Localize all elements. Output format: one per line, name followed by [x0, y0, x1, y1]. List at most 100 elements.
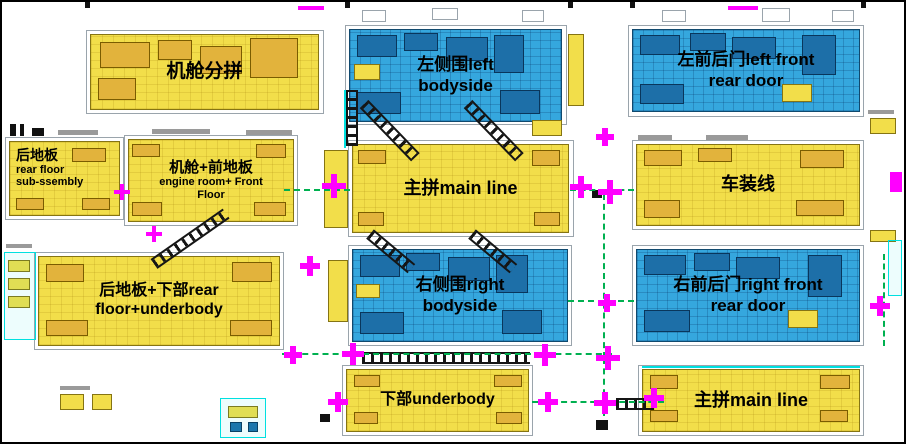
conveyor-path-line: [282, 353, 612, 355]
equipment-box: [356, 284, 380, 298]
block-label: 车装线: [721, 174, 775, 195]
equipment-box: [800, 150, 844, 168]
turntable-icon: [538, 392, 558, 412]
tiny-label-bar: [706, 135, 748, 140]
turntable-icon: [300, 256, 320, 276]
equipment-box: [644, 255, 686, 275]
equipment-outline: [522, 10, 544, 22]
equipment-outline: [432, 8, 458, 20]
equipment-box: [132, 144, 160, 157]
black-marker: [320, 414, 330, 422]
block-label: 主拼main line: [693, 389, 809, 410]
equipment-box: [782, 84, 812, 102]
cyan-line: [642, 366, 860, 368]
equipment-box: [60, 394, 84, 410]
equipment-box: [644, 310, 690, 332]
turntable-icon: [534, 344, 556, 366]
black-marker: [861, 2, 866, 8]
equipment-box: [644, 200, 680, 218]
equipment-box: [870, 230, 896, 242]
block-label-en: engine room+ Front Floor: [159, 176, 263, 202]
equipment-box: [820, 375, 850, 389]
equipment-box: [354, 375, 380, 387]
block-label-zh: 后地板: [16, 147, 58, 163]
turntable-icon: [594, 392, 616, 414]
block-label-zh: 机舱+前地板: [169, 158, 253, 176]
black-marker: [20, 124, 24, 136]
equipment-box: [650, 375, 678, 389]
equipment-outline: [832, 10, 854, 22]
equipment-box: [796, 200, 844, 216]
turntable-icon: [342, 343, 364, 365]
block-label-en: rear floor sub-ssembly: [16, 163, 84, 189]
conveyor-ladder-vertical: [346, 90, 358, 146]
equipment-box: [92, 394, 112, 410]
equipment-box: [820, 410, 848, 422]
equipment-box: [496, 412, 522, 424]
equipment-box: [494, 375, 522, 387]
equipment-box: [358, 150, 386, 164]
equipment-box: [532, 150, 560, 166]
equipment-box: [72, 148, 106, 162]
equipment-box: [448, 257, 490, 281]
equipment-box: [358, 212, 384, 226]
equipment-box: [232, 262, 272, 282]
equipment-box: [82, 198, 110, 210]
magenta-marker: [728, 6, 758, 10]
cyan-line: [344, 90, 346, 148]
tiny-label-bar: [6, 244, 32, 248]
equipment-outline: [662, 10, 686, 22]
equipment-outline: [628, 25, 864, 117]
turntable-icon: [596, 346, 620, 370]
equipment-box: [502, 310, 542, 334]
equipment-box: [404, 33, 438, 51]
block-label: 左前后门left front rear door: [677, 50, 815, 90]
turntable-icon: [114, 184, 130, 200]
block-label: 后地板+下部rear floor+underbody: [95, 282, 223, 318]
black-marker: [596, 420, 608, 430]
equipment-box: [8, 278, 30, 290]
equipment-outline: [632, 245, 864, 346]
equipment-box: [788, 310, 818, 328]
tiny-label-bar: [152, 129, 210, 134]
black-marker: [32, 128, 44, 136]
conveyor-path-line: [603, 194, 605, 358]
tiny-label-bar: [246, 130, 292, 135]
equipment-box: [802, 35, 836, 75]
cyan-equipment-box: [220, 398, 266, 438]
equipment-box: [230, 320, 272, 336]
tiny-label-bar: [58, 130, 98, 135]
equipment-box: [16, 198, 44, 210]
equipment-outline: [632, 140, 864, 230]
block-label: 左侧围left bodyside: [417, 55, 494, 95]
equipment-outline: [345, 25, 567, 125]
conveyor-path-line: [883, 254, 885, 346]
turntable-icon: [322, 174, 346, 198]
black-marker: [85, 2, 90, 8]
equipment-box: [500, 90, 540, 114]
equipment-box: [694, 253, 730, 271]
block-label: 下部underbody: [380, 391, 495, 409]
conveyor-path-line: [603, 358, 605, 416]
equipment-box: [98, 78, 136, 100]
equipment-box: [532, 120, 562, 136]
block-label: 主拼main line: [403, 177, 518, 198]
equipment-box: [132, 202, 162, 216]
equipment-outline: [5, 137, 124, 220]
black-marker: [568, 2, 573, 8]
tiny-label-bar: [868, 110, 894, 114]
equipment-box: [732, 37, 776, 59]
magenta-marker: [890, 172, 902, 192]
black-marker: [630, 2, 635, 8]
black-marker: [592, 190, 602, 198]
magenta-marker: [298, 6, 324, 10]
equipment-box: [808, 255, 842, 297]
block-label: 右前后门right front rear door: [673, 275, 823, 315]
turntable-icon: [598, 180, 622, 204]
equipment-box: [46, 320, 88, 336]
equipment-box: [248, 422, 258, 432]
equipment-box: [650, 410, 678, 422]
equipment-box: [736, 257, 780, 279]
black-marker: [10, 124, 16, 136]
equipment-box: [640, 84, 684, 104]
